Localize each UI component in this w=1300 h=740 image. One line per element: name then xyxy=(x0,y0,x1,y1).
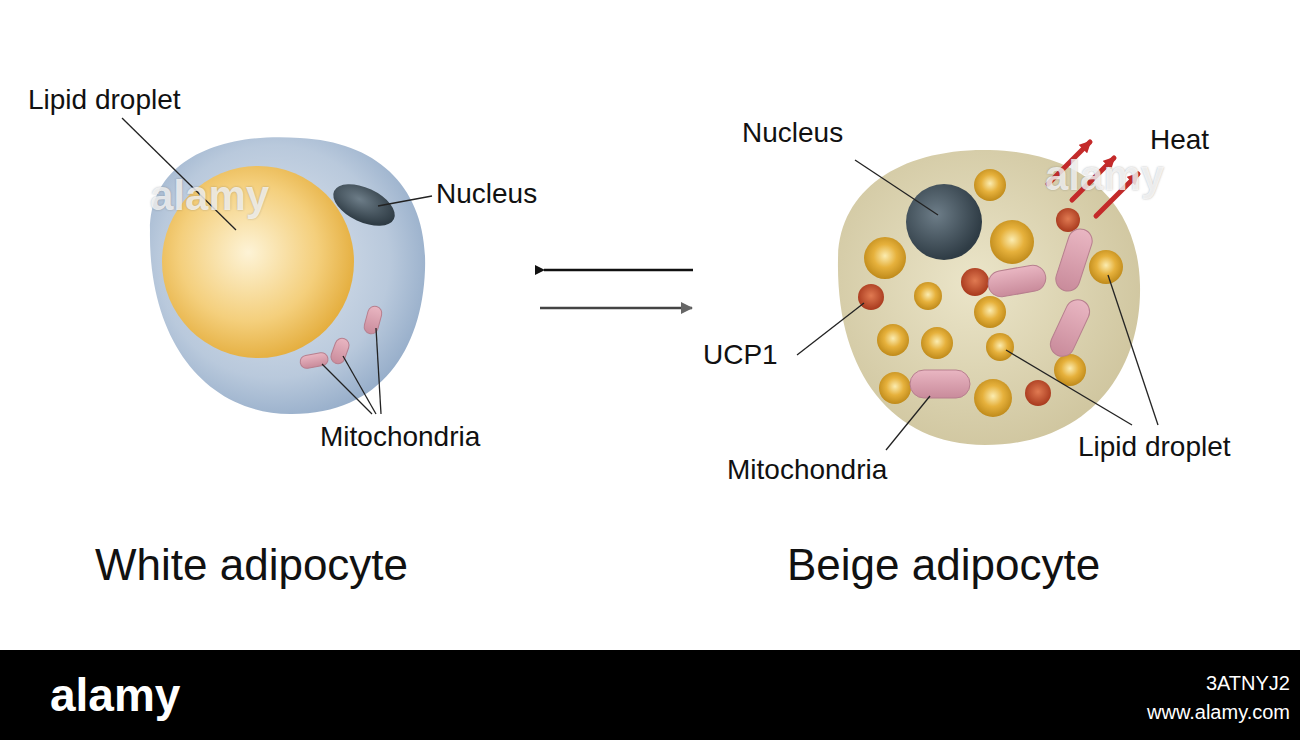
footer-bar xyxy=(0,650,1300,740)
part-label: UCP1 xyxy=(703,340,778,371)
part-label: Nucleus xyxy=(436,179,537,210)
watermark: alamy xyxy=(1045,153,1164,199)
part-label: Lipid droplet xyxy=(1078,432,1231,463)
cell-title: Beige adipocyte xyxy=(787,541,1100,589)
part-label: Mitochondria xyxy=(727,455,887,486)
white-adipocyte xyxy=(122,118,432,414)
footer-logo: alamy xyxy=(50,670,180,721)
watermark: alamy xyxy=(150,173,269,219)
part-label: Nucleus xyxy=(742,118,843,149)
part-label: Mitochondria xyxy=(320,422,480,453)
part-label: Heat xyxy=(1150,125,1209,156)
conversion-arrows xyxy=(540,270,693,308)
cell-title: White adipocyte xyxy=(95,541,408,589)
image-id: 3ATNYJ2 xyxy=(1206,672,1290,694)
part-label: Lipid droplet xyxy=(28,85,181,116)
footer-url: www.alamy.com xyxy=(1147,701,1290,723)
